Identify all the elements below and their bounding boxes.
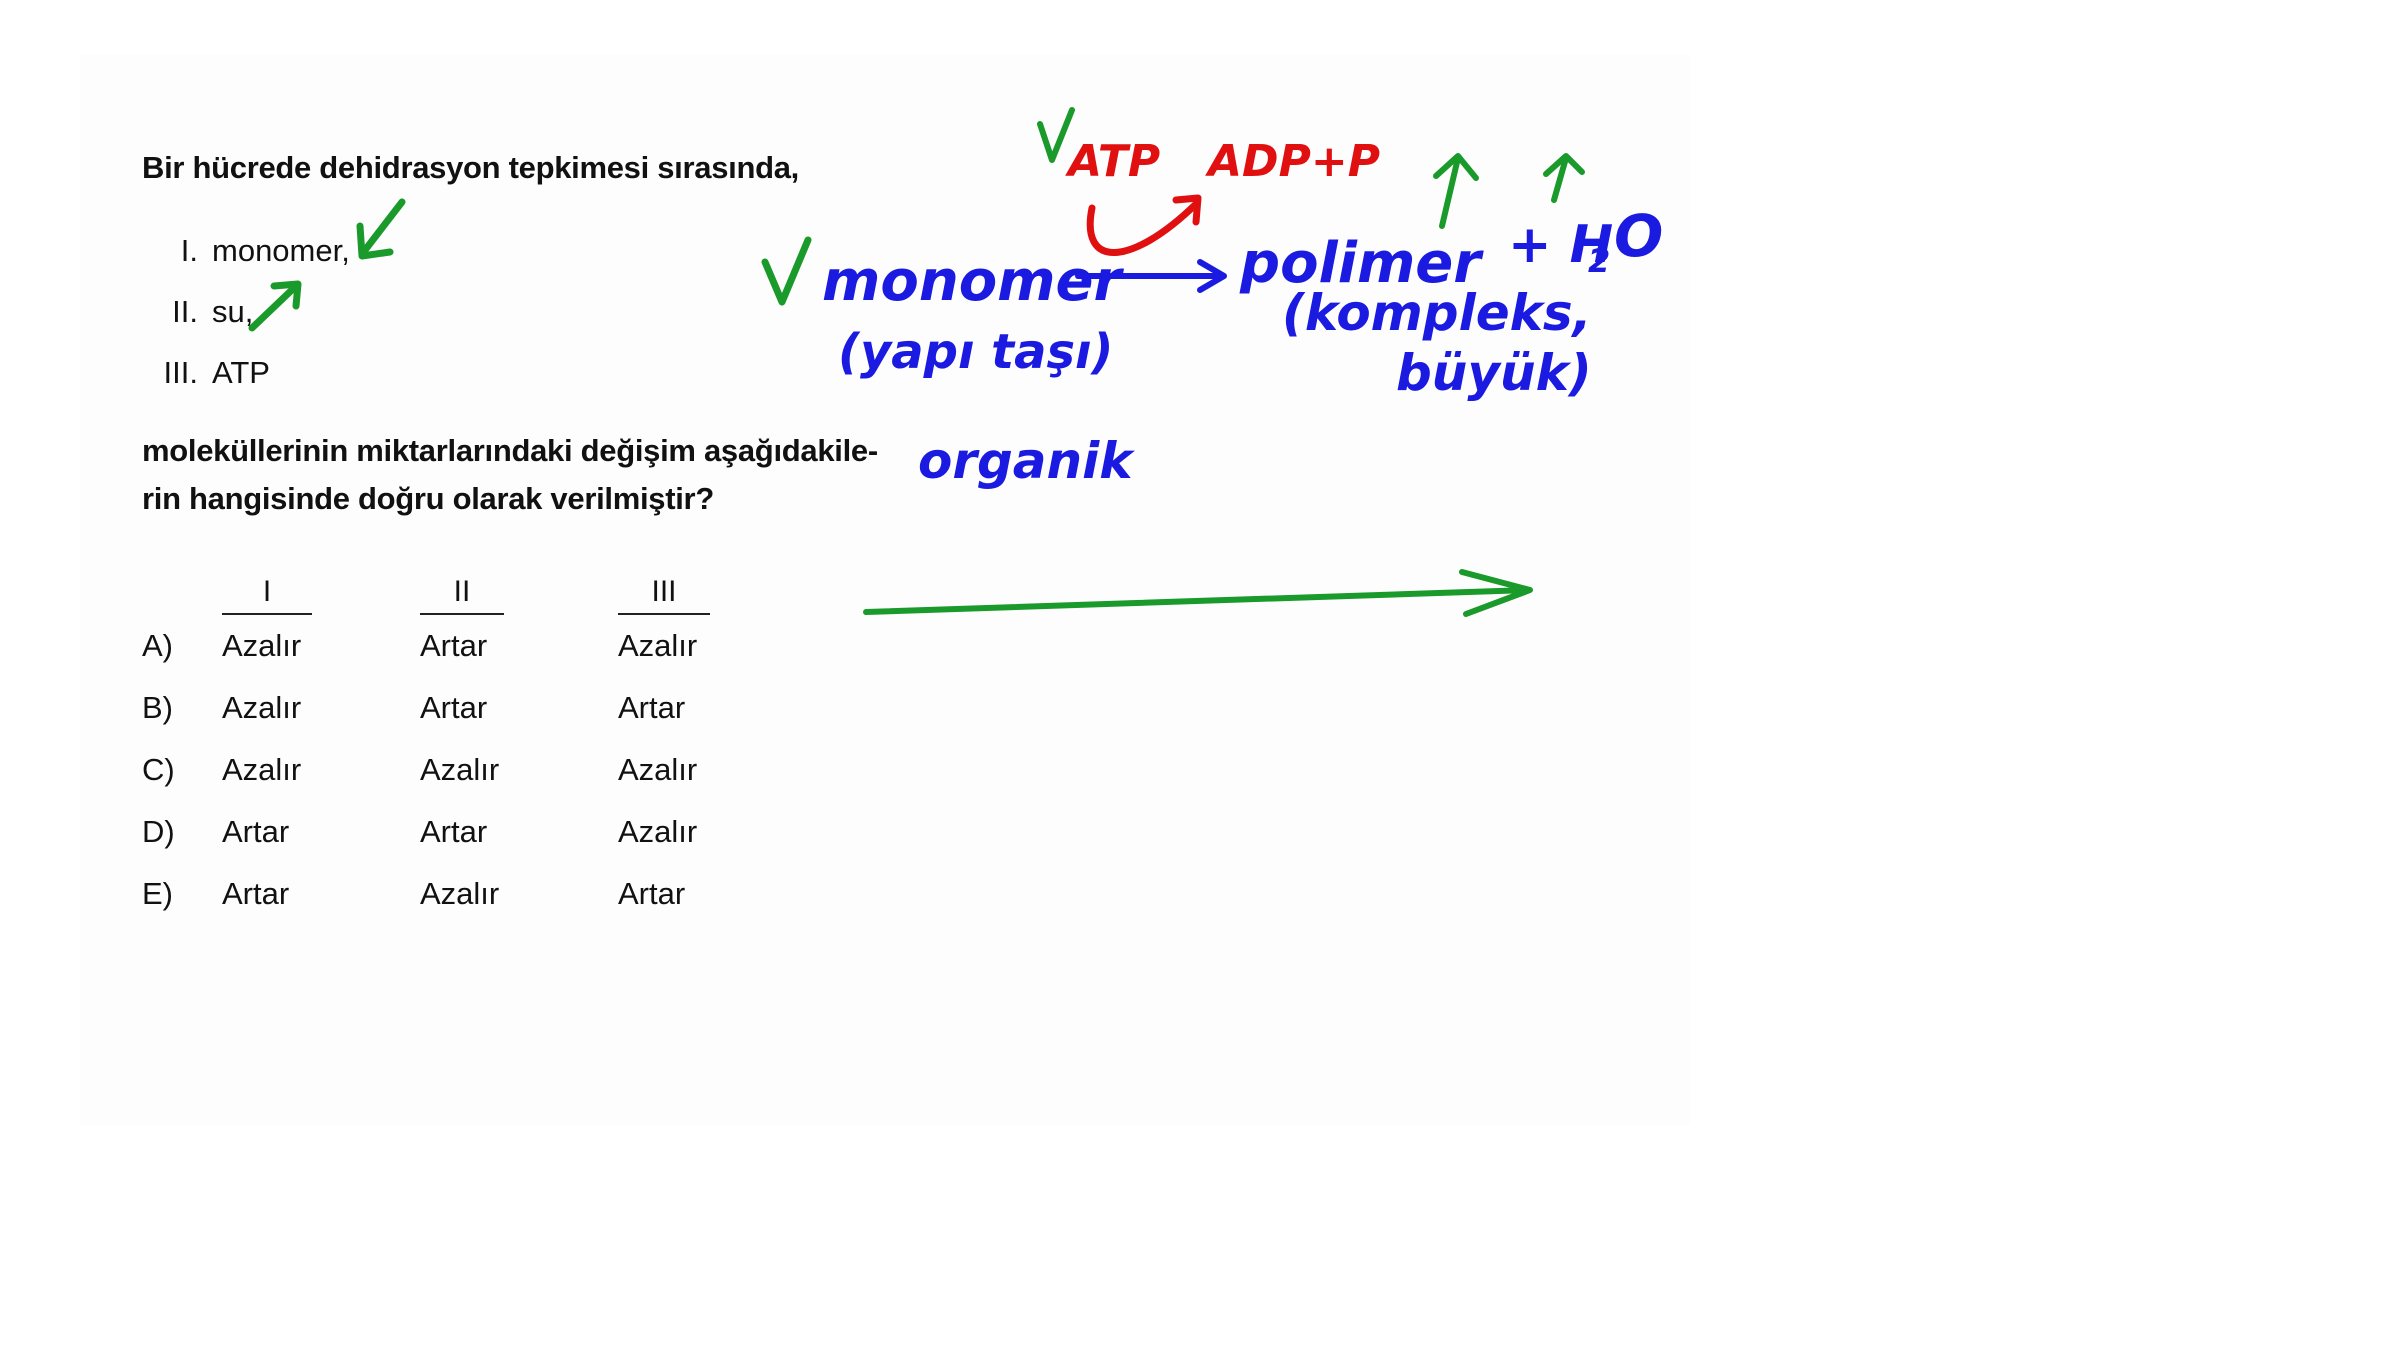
annotation-o: O (1614, 202, 1663, 270)
column-header: I (222, 575, 312, 615)
answer-table-header: I II III (142, 565, 922, 615)
table-cell: Azalır (420, 876, 500, 911)
table-cell: Artar (618, 876, 686, 911)
arrow-down-icon (356, 198, 406, 260)
table-cell: Artar (420, 628, 488, 663)
table-cell: Azalır (420, 752, 500, 787)
long-arrow-icon (863, 569, 1533, 617)
annotation-yapi-tasi: (yapı taşı) (838, 324, 1113, 380)
list-item: III. ATP (142, 342, 922, 403)
column-header: III (618, 575, 710, 615)
option-letter: D) (142, 814, 175, 849)
check-icon (761, 236, 812, 306)
question-prompt: moleküllerinin miktarlarındaki değişim a… (142, 427, 922, 523)
table-cell: Azalır (618, 814, 698, 849)
arrow-up-icon (1433, 153, 1479, 229)
table-cell: Azalır (618, 752, 698, 787)
item-text: su, (212, 293, 254, 329)
table-cell: Artar (222, 814, 290, 849)
table-cell: Azalır (222, 752, 302, 787)
item-number: III. (163, 354, 198, 390)
annotation-subscript: 2 (1588, 242, 1610, 280)
table-cell: Azalır (222, 690, 302, 725)
annotation-buyuk: büyük) (1396, 344, 1592, 402)
item-text: monomer, (212, 232, 350, 268)
answer-table: I II III A) Azalır Artar Azalır B) Azalı… (142, 565, 922, 925)
answer-option-b[interactable]: B) Azalır Artar Artar (142, 677, 922, 739)
option-letter: B) (142, 690, 173, 725)
annotation-atp: ATP (1065, 136, 1160, 187)
annotation-monomer: monomer (822, 249, 1124, 314)
table-cell: Azalır (618, 628, 698, 663)
table-cell: Artar (420, 690, 488, 725)
annotation-plus-h: + H (1508, 215, 1613, 275)
answer-option-c[interactable]: C) Azalır Azalır Azalır (142, 739, 922, 801)
arrow-up-icon (248, 280, 302, 332)
reaction-arrow-icon (1075, 259, 1227, 293)
option-letter: C) (142, 752, 175, 787)
table-cell: Artar (420, 814, 488, 849)
item-list: I. monomer, II. su, III. ATP (142, 220, 922, 403)
question-stem: Bir hücrede dehidrasyon tepkimesi sırası… (142, 150, 799, 185)
answer-option-a[interactable]: A) Azalır Artar Azalır (142, 615, 922, 677)
column-header: II (420, 575, 504, 615)
annotation-polimer: polimer (1239, 231, 1484, 296)
option-letter: A) (142, 628, 173, 663)
check-icon (1037, 107, 1075, 163)
answer-option-d[interactable]: D) Artar Artar Azalır (142, 801, 922, 863)
worksheet-page (80, 55, 1690, 1125)
question-prompt-line: rin hangisinde doğru olarak verilmiştir? (142, 481, 714, 516)
option-letter: E) (142, 876, 173, 911)
annotation-adp: ADP+P (1205, 136, 1380, 187)
question-block: Bir hücrede dehidrasyon tepkimesi sırası… (142, 150, 922, 925)
question-prompt-line: moleküllerinin miktarlarındaki değişim a… (142, 433, 878, 468)
curved-arrow-icon (1086, 194, 1202, 256)
table-cell: Azalır (222, 628, 302, 663)
table-cell: Artar (618, 690, 686, 725)
list-item: II. su, (142, 281, 922, 342)
answer-option-e[interactable]: E) Artar Azalır Artar (142, 863, 922, 925)
annotation-kompleks: (kompleks, (1282, 284, 1592, 342)
item-text: ATP (212, 354, 270, 390)
list-item: I. monomer, (142, 220, 922, 281)
arrow-up-icon (1543, 153, 1585, 203)
item-number: II. (172, 293, 198, 329)
table-cell: Artar (222, 876, 290, 911)
item-number: I. (180, 232, 198, 268)
annotation-organik: organik (918, 432, 1135, 490)
